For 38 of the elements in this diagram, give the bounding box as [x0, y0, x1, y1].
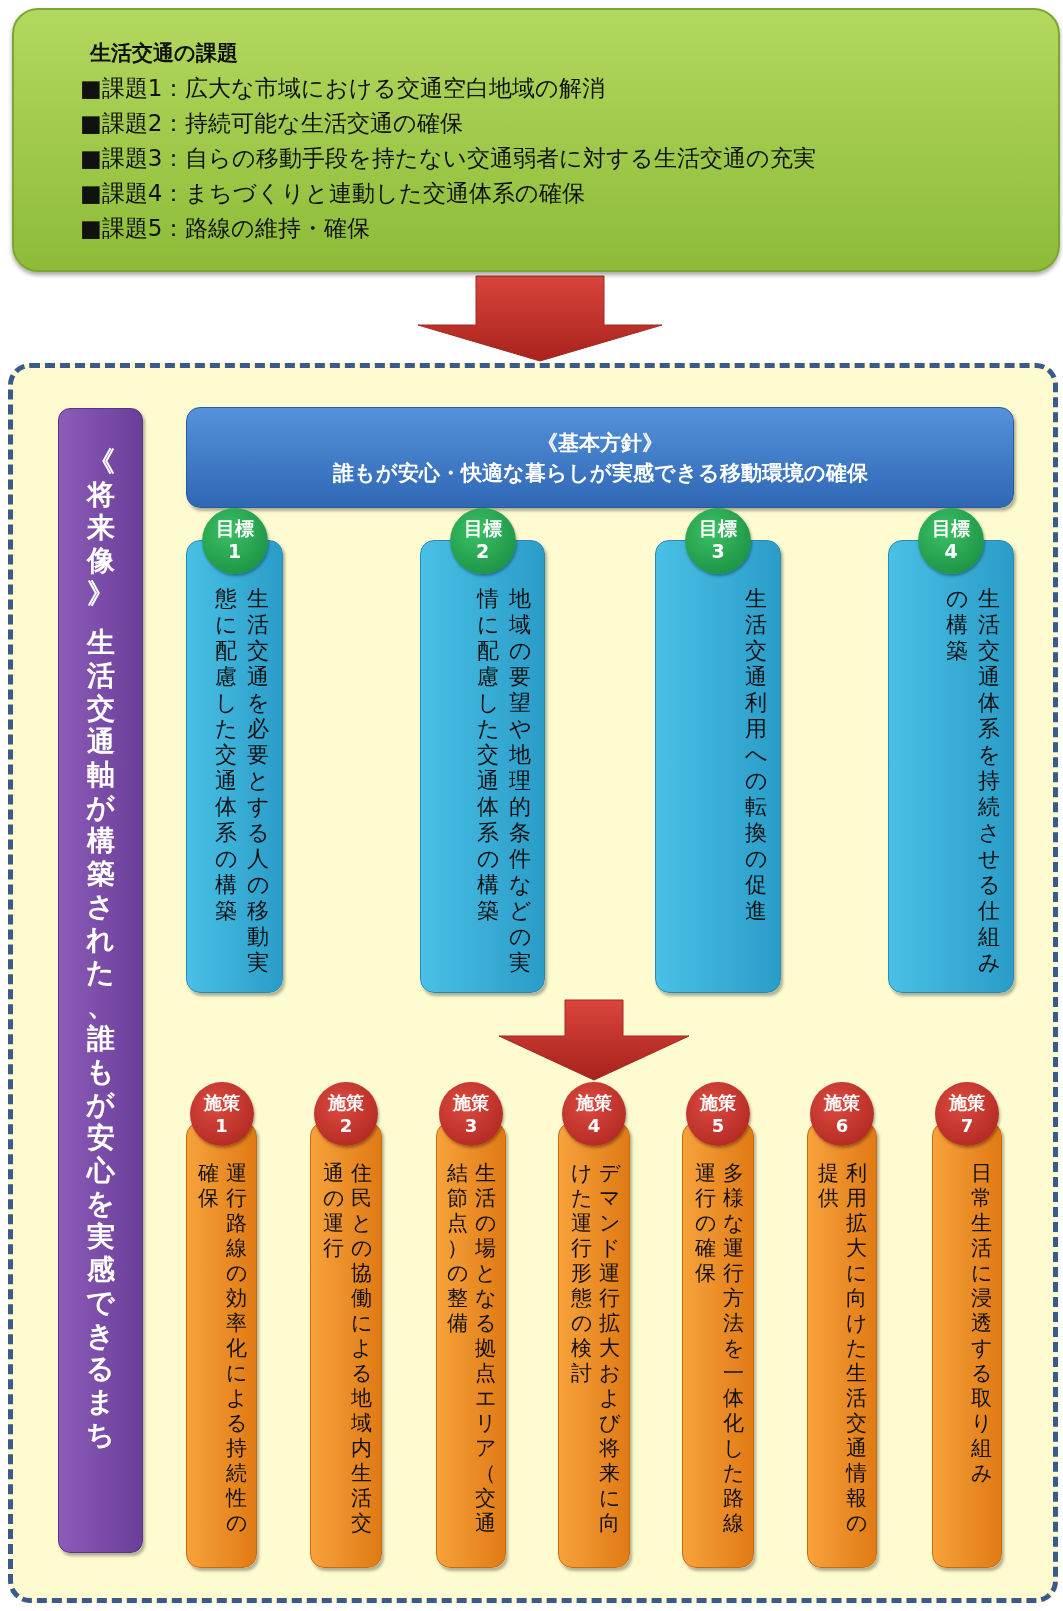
measure-badge: 施策7 [935, 1082, 999, 1146]
measure-text: 多様な運行方法を一体化した路線運行の確保 [694, 1161, 745, 1536]
vision-text: 生活交通軸が構築された、誰もが安心を実感できるまち [85, 626, 116, 1451]
goal-text: 生活交通を必要とする人の移動実態に配慮した交通体系の構築 [214, 586, 270, 976]
issue-item: ■課題4：まちづくりと連動した交通体系の確保 [80, 179, 587, 208]
goal-badge: 目標2 [449, 508, 516, 574]
vision-box [58, 408, 143, 1553]
block-arrow [498, 999, 690, 1081]
box-heading: 生活交通の課題 [88, 40, 239, 67]
goal-badge: 目標3 [685, 508, 751, 574]
measure-badge: 施策2 [314, 1082, 378, 1146]
measure-text: 運行路線の効率化による持続性の確保 [197, 1161, 248, 1536]
measure-text: 日常生活に浸透する取り組み [970, 1161, 993, 1487]
measure-badge: 施策5 [686, 1082, 750, 1146]
issue-item: ■課題5：路線の維持・確保 [80, 214, 372, 243]
dashed-frame [8, 363, 1058, 1603]
goal-badge: 目標1 [201, 508, 268, 574]
policy-text: 誰もが安心・快適な暮らしが実感できる移動環境の確保 [331, 460, 869, 487]
measure-text: デマンド運行拡大および将来に向けた運行形態の検討 [570, 1161, 621, 1536]
box-heading: 《将来像》 [85, 445, 116, 610]
measure-badge: 施策1 [189, 1082, 254, 1146]
issue-item: ■課題1：広大な市域における交通空白地域の解消 [80, 74, 607, 103]
issue-item: ■課題3：自らの移動手段を持たない交通弱者に対する生活交通の充実 [80, 144, 818, 173]
measure-text: 利用拡大に向けた生活交通情報の提供 [817, 1161, 868, 1536]
goal-text: 地域の要望や地理的条件などの実情に配慮した交通体系の構築 [476, 586, 532, 976]
measure-badge: 施策3 [439, 1082, 503, 1146]
measure-badge: 施策4 [562, 1082, 626, 1146]
goal-text: 生活交通利用への転換の促進 [744, 586, 768, 925]
box-heading: 《基本方針》 [536, 430, 664, 457]
issue-item: ■課題2：持続可能な生活交通の確保 [80, 109, 465, 138]
goal-badge: 目標4 [918, 508, 984, 574]
measure-badge: 施策6 [810, 1082, 874, 1146]
measure-text: 生活の場となる拠点エリア（交通結節点）の整備 [446, 1161, 497, 1536]
measure-text: 住民との協働による地域内生活交通の運行 [322, 1161, 373, 1536]
goal-text: 生活交通体系を持続させる仕組みの構築 [945, 586, 1001, 976]
block-arrow [417, 275, 663, 362]
policy-banner [186, 407, 1014, 508]
issue-box [12, 8, 1060, 272]
